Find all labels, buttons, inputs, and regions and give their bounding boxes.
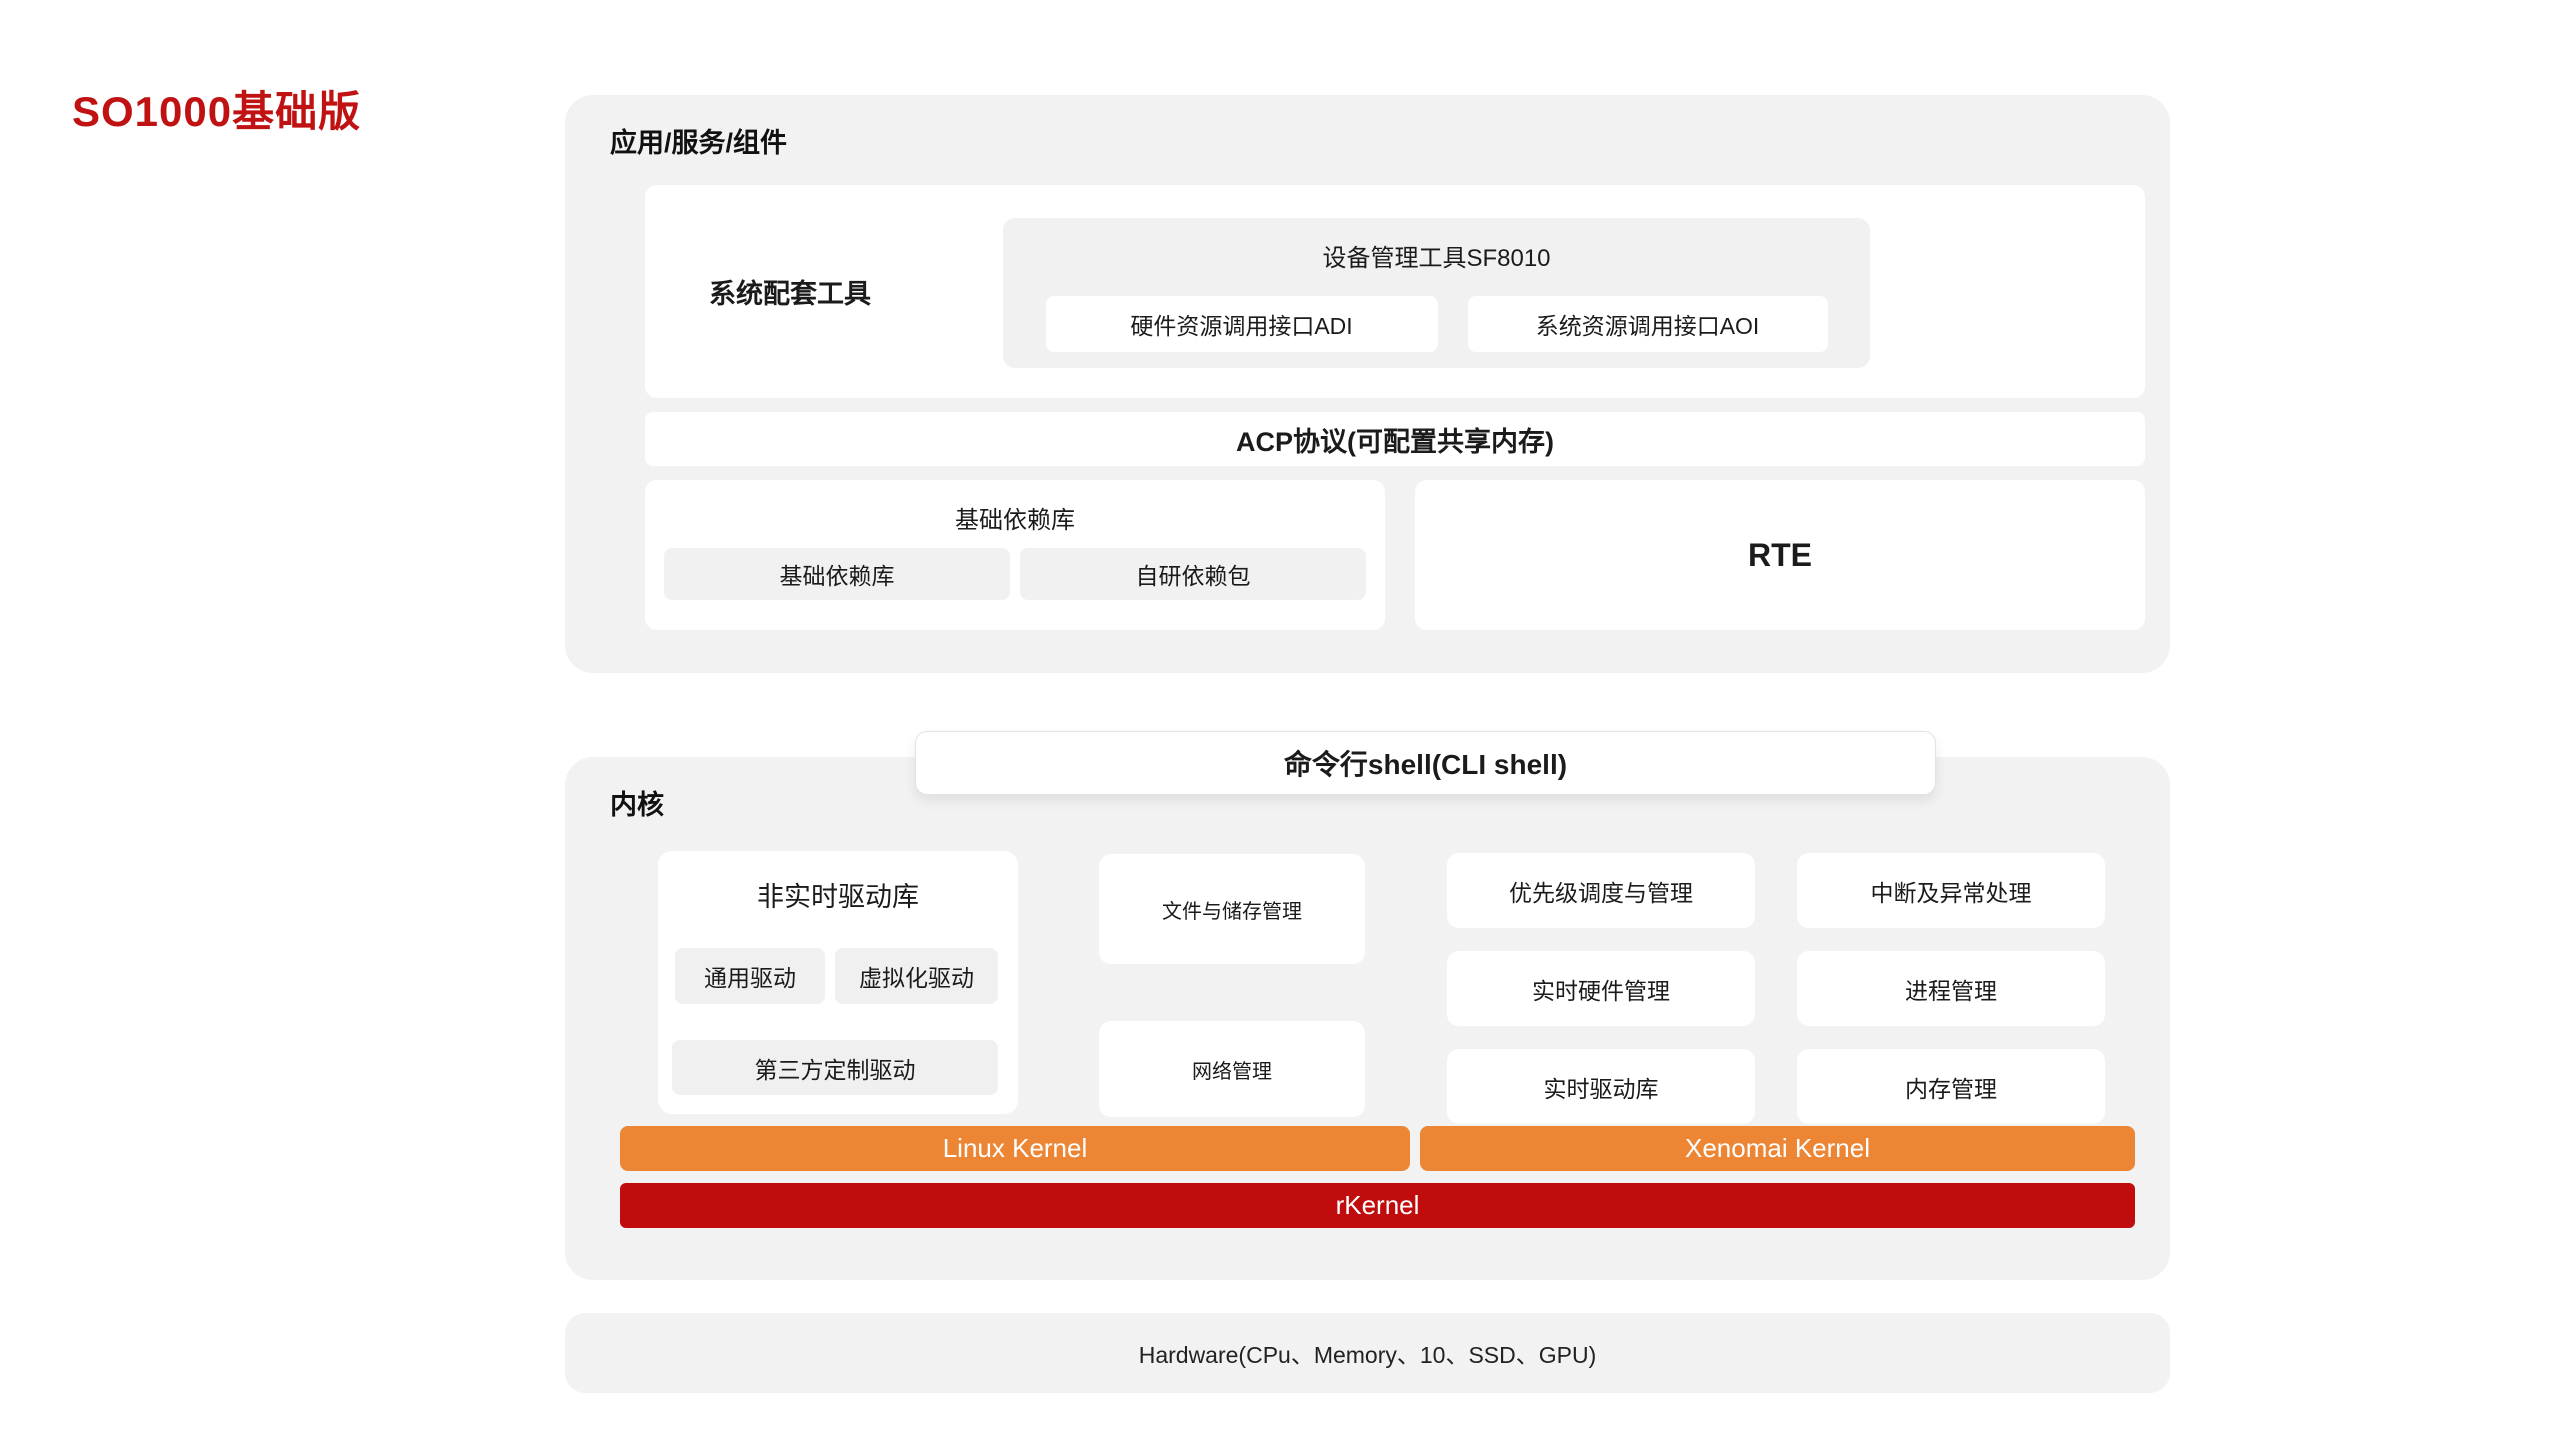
realtime-hardware-mgmt-block: 实时硬件管理	[1447, 951, 1755, 1026]
xenomai-kernel-bar: Xenomai Kernel	[1420, 1126, 2135, 1171]
thirdparty-driver-block: 第三方定制驱动	[672, 1040, 998, 1095]
realtime-driver-lib-block: 实时驱动库	[1447, 1049, 1755, 1124]
memory-mgmt-block: 内存管理	[1797, 1049, 2105, 1124]
app-layer-label: 应用/服务/组件	[610, 128, 788, 158]
rte-box: RTE	[1415, 480, 2145, 630]
rkernel-bar: rKernel	[620, 1183, 2135, 1228]
base-dependency-title: 基础依赖库	[955, 507, 1075, 534]
system-tools-label: 系统配套工具	[709, 279, 871, 309]
hardware-api-adi-block: 硬件资源调用接口ADI	[1045, 296, 1438, 352]
base-dependency-box: 基础依赖库 基础依赖库 自研依赖包	[645, 480, 1385, 630]
nonrt-driver-lib-box: 非实时驱动库 通用驱动 虚拟化驱动 第三方定制驱动	[658, 851, 1018, 1114]
hardware-bar: Hardware(CPu、Memory、10、SSD、GPU)	[565, 1313, 2170, 1393]
network-mgmt-block: 网络管理	[1099, 1021, 1365, 1117]
base-dependency-buttons-row: 基础依赖库 自研依赖包	[645, 548, 1385, 600]
interrupt-exception-block: 中断及异常处理	[1797, 853, 2105, 928]
acp-protocol-bar: ACP协议(可配置共享内存)	[645, 412, 2145, 466]
process-mgmt-block: 进程管理	[1797, 951, 2105, 1026]
general-driver-block: 通用驱动	[675, 948, 825, 1004]
app-layer-panel: 应用/服务/组件 系统配套工具 设备管理工具SF8010 硬件资源调用接口ADI…	[565, 95, 2170, 673]
priority-scheduling-block: 优先级调度与管理	[1447, 853, 1755, 928]
system-api-aoi-block: 系统资源调用接口AOI	[1467, 296, 1828, 352]
page-title: SO1000基础版	[72, 88, 362, 135]
cli-shell-bar: 命令行shell(CLI shell)	[915, 731, 1936, 795]
device-management-tool-box: 设备管理工具SF8010 硬件资源调用接口ADI 系统资源调用接口AOI	[1003, 218, 1870, 368]
kernel-layer-panel: 内核 非实时驱动库 通用驱动 虚拟化驱动 第三方定制驱动 文件与储存管理 网络管…	[565, 757, 2170, 1280]
self-developed-package-block: 自研依赖包	[1020, 548, 1366, 600]
kernel-layer-label: 内核	[610, 790, 664, 820]
file-storage-mgmt-block: 文件与储存管理	[1099, 854, 1365, 964]
device-tool-title: 设备管理工具SF8010	[1322, 245, 1551, 272]
nonrt-driver-lib-title: 非实时驱动库	[757, 882, 919, 912]
base-dependency-lib-block: 基础依赖库	[664, 548, 1010, 600]
device-tool-buttons-row: 硬件资源调用接口ADI 系统资源调用接口AOI	[1003, 296, 1870, 352]
virtualization-driver-block: 虚拟化驱动	[835, 948, 998, 1004]
linux-kernel-bar: Linux Kernel	[620, 1126, 1410, 1171]
system-tools-box: 系统配套工具 设备管理工具SF8010 硬件资源调用接口ADI 系统资源调用接口…	[645, 185, 2145, 398]
